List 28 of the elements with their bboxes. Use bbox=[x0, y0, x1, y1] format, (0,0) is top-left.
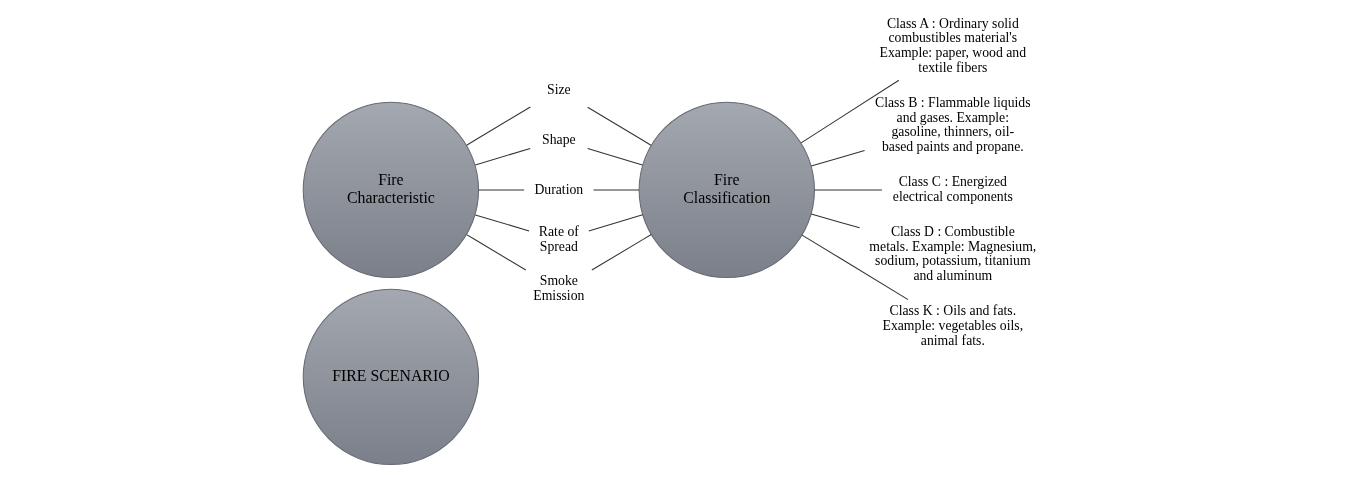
node-text: Class B : Flammable liquids and gases. Example: gasoline, thinners, oil-based paints and propane. bbox=[875, 94, 1031, 155]
connector bbox=[591, 234, 652, 271]
connector bbox=[466, 106, 531, 146]
connector bbox=[587, 148, 643, 166]
node-text: Shape bbox=[542, 131, 576, 147]
node-text: Duration bbox=[534, 181, 584, 197]
connector bbox=[478, 189, 525, 191]
connector bbox=[800, 79, 900, 144]
connector bbox=[466, 234, 527, 271]
node-text: Class C : Energized electrical components bbox=[892, 174, 1013, 204]
node-circle: Fire Characteristic bbox=[302, 101, 480, 279]
connector bbox=[588, 214, 644, 232]
connector bbox=[801, 234, 909, 301]
node-text: Rate of Spread bbox=[538, 223, 579, 254]
node-text: Class K : Oils and fats. Example: vegetables oils, animal fats. bbox=[882, 302, 1024, 348]
connector bbox=[592, 189, 640, 191]
connector bbox=[814, 189, 883, 191]
node-circle: FIRE SCENARIO bbox=[302, 288, 480, 466]
connector bbox=[474, 148, 531, 166]
node-text: Smoke Emission bbox=[533, 273, 585, 304]
node-text: Class A : Ordinary solid combustibles material's Example: paper, wood and textile fibers bbox=[879, 15, 1027, 76]
connector bbox=[810, 213, 861, 229]
node-text: Class D : Combustible metals. Example: Magnesium, sodium, potassium, titanium and aluminum bbox=[869, 223, 1037, 284]
connector bbox=[474, 214, 530, 232]
node-circle: Fire Classification bbox=[638, 101, 815, 279]
connector bbox=[587, 106, 652, 146]
connector bbox=[810, 150, 866, 167]
node-text: Size bbox=[547, 82, 571, 98]
